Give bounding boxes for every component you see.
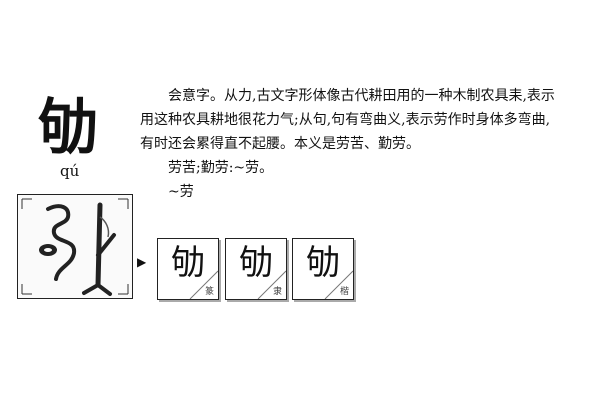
meaning-line: 劳苦;勤劳:~劳。 [168,160,274,176]
seal-script-box: 劬 篆 [157,238,219,300]
compound-word: ~劳 [168,184,194,200]
regular-script-box: 劬 楷 [292,238,354,300]
clerical-script-box: 劬 隶 [225,238,287,300]
ancient-form-illustration [17,194,133,299]
regular-script-label: 楷 [339,287,349,297]
evolution-arrow-icon: ▶ [137,255,147,269]
ancient-glyph-icon [21,198,129,296]
seal-script-char: 劬 [171,243,205,283]
clerical-script-label: 隶 [272,287,282,297]
regular-script-char: 劬 [306,243,340,283]
headword-pinyin: qú [60,162,80,180]
clerical-script-char: 劬 [239,243,273,283]
definition-paragraph: 会意字。从力,古文字形体像古代耕田用的一种木制农具耒,表示用这种农具耕地很花力气… [140,88,555,152]
headword-character: 劬 [38,93,98,163]
seal-script-label: 篆 [204,287,214,297]
